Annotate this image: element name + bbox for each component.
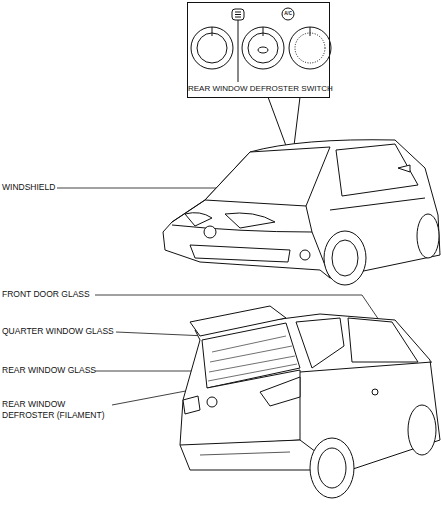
control-knob bbox=[242, 27, 284, 69]
control-knob bbox=[310, 27, 311, 36]
front-car bbox=[324, 231, 366, 285]
rear-car bbox=[200, 370, 300, 446]
control-knob bbox=[191, 27, 233, 69]
control-knob bbox=[232, 9, 244, 20]
front-car bbox=[300, 250, 310, 260]
control-knob bbox=[212, 27, 213, 36]
rear-car bbox=[180, 306, 440, 498]
rear-car bbox=[180, 314, 440, 470]
control-knob bbox=[238, 20, 239, 82]
part-name: WINDSHIELD bbox=[2, 182, 55, 193]
rear-car bbox=[348, 318, 418, 362]
front-car bbox=[163, 140, 440, 285]
switch-label: REAR WINDOW DEFROSTER SWITCH bbox=[188, 84, 329, 93]
rear-car bbox=[260, 377, 300, 406]
front-car bbox=[417, 214, 439, 258]
callout-box: REAR WINDOW DEFROSTER SWITCH bbox=[187, 2, 330, 98]
front-car bbox=[205, 147, 330, 206]
rear-car bbox=[207, 397, 217, 407]
front-car bbox=[330, 198, 425, 210]
control-knob bbox=[282, 8, 294, 20]
rear-car bbox=[200, 452, 290, 455]
control-knob bbox=[258, 47, 268, 53]
control-knob bbox=[263, 27, 264, 36]
front-car bbox=[190, 245, 290, 262]
control-knob bbox=[197, 33, 227, 63]
control-knob bbox=[191, 8, 331, 82]
control-knob bbox=[235, 12, 241, 17]
rear-car bbox=[183, 396, 200, 414]
part-name: REAR WINDOW DEFROSTER (FILAMENT) bbox=[2, 399, 114, 421]
control-knob bbox=[248, 33, 278, 63]
front-car bbox=[225, 213, 275, 228]
front-car bbox=[332, 240, 358, 276]
rear-car bbox=[300, 362, 432, 372]
rear-car bbox=[408, 405, 436, 455]
control-knob bbox=[289, 27, 331, 69]
front-car bbox=[163, 140, 440, 278]
rear-car bbox=[372, 389, 378, 395]
front-car bbox=[398, 165, 410, 172]
rear-car bbox=[296, 318, 344, 368]
part-name: REAR WINDOW GLASS bbox=[2, 365, 96, 376]
part-name: QUARTER WINDOW GLASS bbox=[2, 326, 114, 337]
rear-car bbox=[310, 438, 354, 498]
rear-car bbox=[318, 448, 346, 488]
part-name: FRONT DOOR GLASS bbox=[2, 289, 90, 300]
front-car bbox=[185, 213, 212, 226]
button-symbol: A/C bbox=[284, 11, 292, 17]
front-car bbox=[204, 226, 216, 238]
front-car bbox=[336, 144, 418, 196]
control-knob bbox=[295, 33, 325, 63]
